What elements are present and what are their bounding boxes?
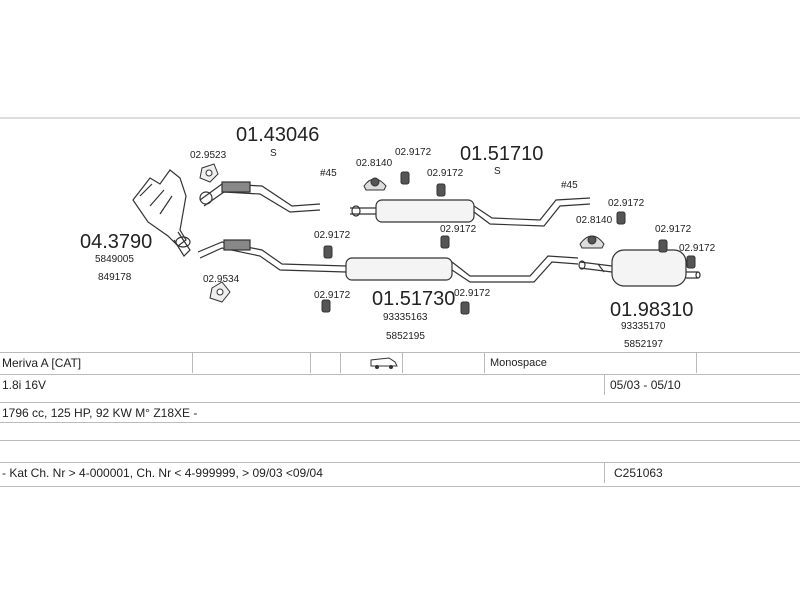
label-rubber-i: 02.9172 (679, 243, 716, 254)
chassis-note: - Kat Ch. Nr > 4-000001, Ch. Nr < 4-9999… (2, 466, 323, 480)
table-row (0, 440, 800, 441)
small-hardware (199, 163, 696, 315)
label-rubber-c: 02.9172 (314, 230, 351, 241)
van-icon (367, 356, 399, 376)
label-rubber-f: 02.9172 (454, 288, 491, 299)
part-number-front-pipe: 01.43046 (236, 124, 319, 146)
label-gasket-02-9523: 02.9523 (190, 150, 227, 161)
part-number-middle-lower: 01.51730 (372, 288, 455, 310)
exhaust-system-diagram: 01.43046 S 01.51710 S 04.3790 5849005 84… (0, 117, 800, 350)
model-name: Meriva A [CAT] (2, 356, 82, 370)
rear-silencer-ref-1: 93335170 (621, 321, 666, 332)
table-row: 1.8i 16V 05/03 - 05/10 (0, 374, 800, 395)
front-pipe-lower (197, 239, 361, 273)
part-suffix-middle-upper: S (494, 166, 501, 177)
middle-silencer-lower (345, 255, 579, 283)
rear-silencer (578, 249, 701, 287)
front-pipe-upper (199, 181, 321, 213)
label-hash-45-b: #45 (561, 180, 578, 191)
label-clamp-02-8140-a: 02.8140 (356, 158, 393, 169)
middle-silencer-upper (350, 197, 591, 227)
label-rubber-h: 02.9172 (655, 224, 692, 235)
label-rubber-d: 02.9172 (440, 224, 477, 235)
label-clamp-02-8140-b: 02.8140 (576, 215, 613, 226)
catalog-code: C251063 (614, 466, 663, 480)
part-number-middle-upper: 01.51710 (460, 143, 543, 165)
part-number-rear-silencer: 01.98310 (610, 299, 693, 321)
table-row (0, 422, 800, 423)
engine-name: 1.8i 16V (2, 378, 47, 392)
table-bottom-border (0, 486, 800, 487)
production-years: 05/03 - 05/10 (610, 378, 681, 392)
part-suffix-front-pipe: S (270, 148, 277, 159)
label-rubber-e: 02.9172 (314, 290, 351, 301)
label-rubber-b: 02.9172 (427, 168, 464, 179)
part-number-catalyst: 04.3790 (80, 231, 152, 253)
label-rubber-a: 02.9172 (395, 147, 432, 158)
table-row: - Kat Ch. Nr > 4-000001, Ch. Nr < 4-9999… (0, 462, 800, 483)
label-hash-45-a: #45 (320, 168, 337, 179)
middle-lower-ref-2: 5852195 (386, 331, 425, 342)
rear-silencer-ref-2: 5852197 (624, 339, 663, 350)
manifold-catalyst (132, 169, 191, 257)
table-row: 1796 cc, 125 HP, 92 KW M° Z18XE - (0, 402, 800, 420)
middle-lower-ref-1: 93335163 (383, 312, 428, 323)
engine-specs: 1796 cc, 125 HP, 92 KW M° Z18XE - (2, 406, 198, 420)
label-gasket-02-9534: 02.9534 (203, 274, 240, 285)
body-type: Monospace (490, 357, 547, 369)
catalyst-ref-1: 5849005 (95, 254, 134, 265)
label-rubber-g: 02.9172 (608, 198, 645, 209)
table-row: Meriva A [CAT] Monospace (0, 352, 800, 373)
catalyst-ref-2: 849178 (98, 272, 132, 283)
